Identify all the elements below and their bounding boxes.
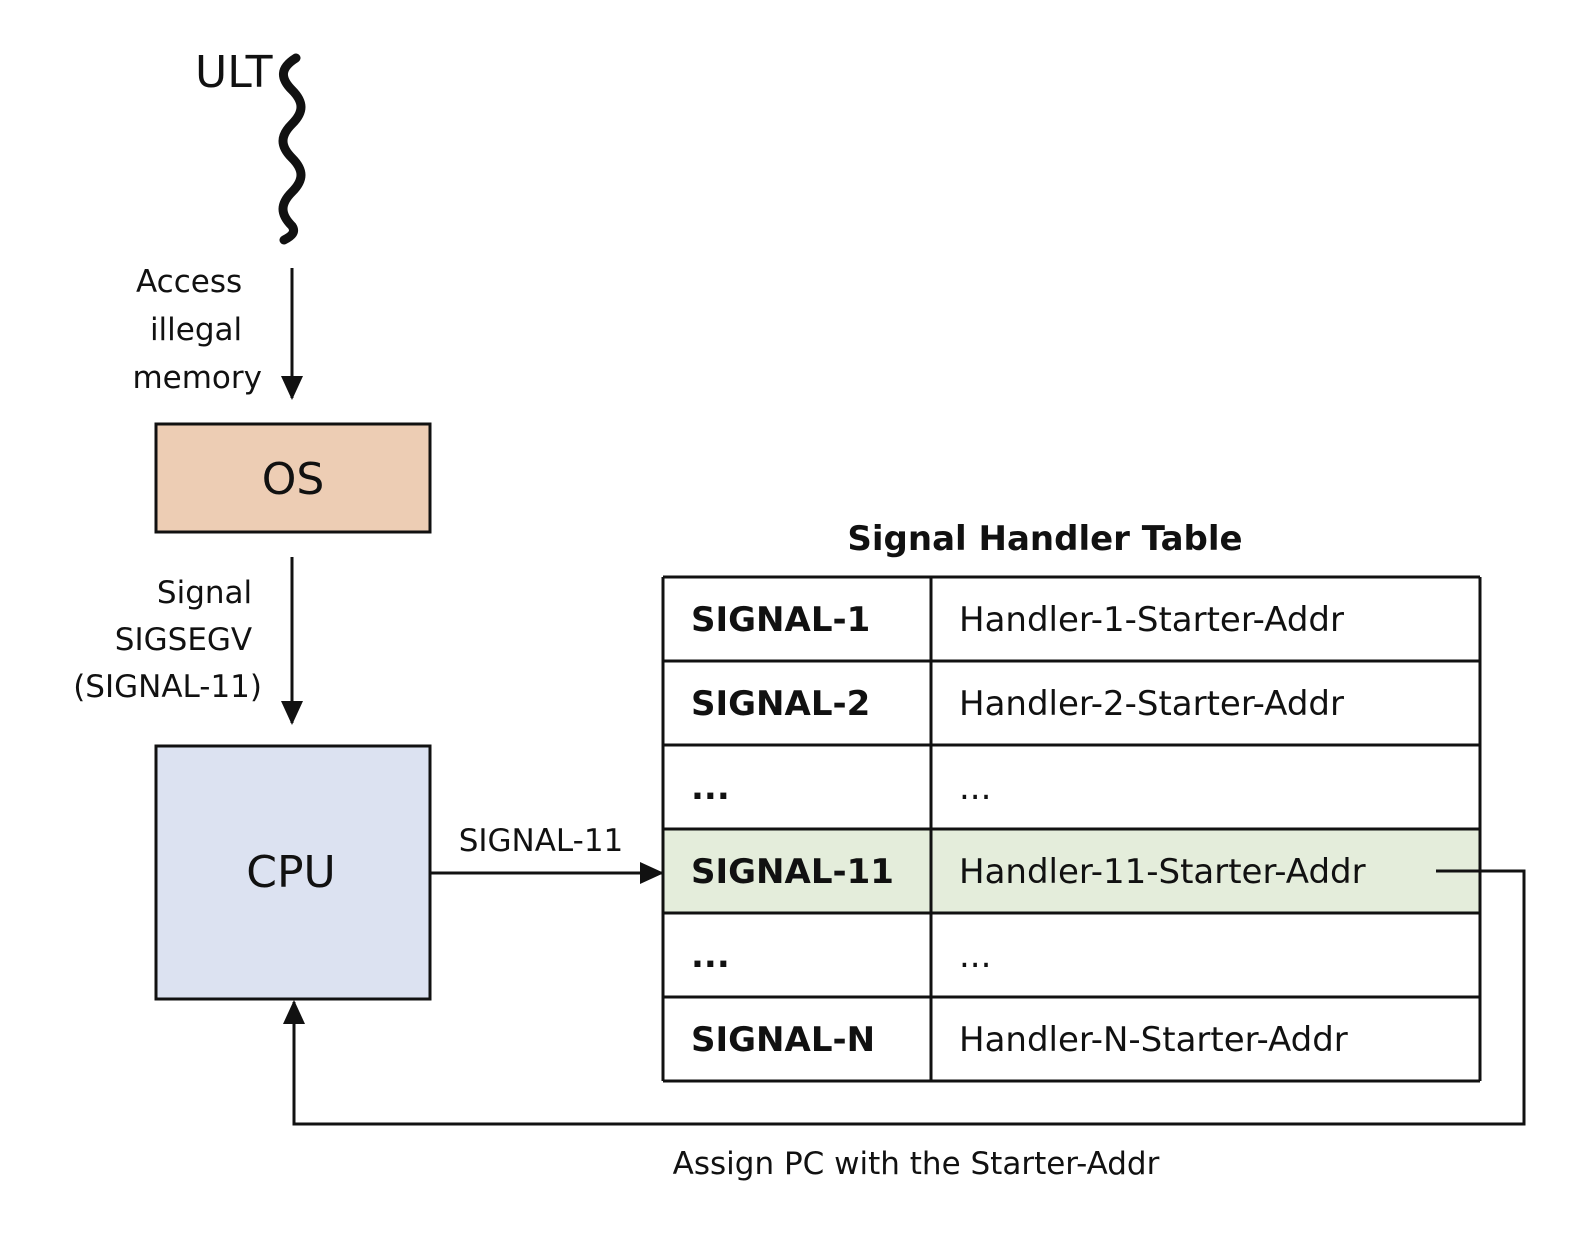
table-row: SIGNAL-11 Handler-11-Starter-Addr bbox=[663, 829, 1480, 913]
table-row: SIGNAL-N Handler-N-Starter-Addr bbox=[663, 997, 1480, 1081]
access-label-line-1: Access bbox=[136, 264, 242, 300]
table-row-highlight bbox=[663, 829, 1480, 913]
table-cell-signal: SIGNAL-N bbox=[691, 1020, 875, 1060]
table-row: SIGNAL-2 Handler-2-Starter-Addr bbox=[663, 661, 1480, 745]
table-row: ...... bbox=[663, 913, 1480, 997]
table-row: ...... bbox=[663, 745, 1480, 829]
signal-label-line-2: SIGSEGV bbox=[115, 622, 252, 658]
table-row-bg bbox=[663, 577, 1480, 661]
table-cell-handler: Handler-N-Starter-Addr bbox=[959, 1020, 1348, 1060]
cpu-to-table-label: SIGNAL-11 bbox=[459, 823, 624, 859]
feedback-arrow bbox=[283, 869, 1526, 1126]
table-row: SIGNAL-1 Handler-1-Starter-Addr bbox=[663, 577, 1480, 661]
ult-thread-squiggle bbox=[278, 53, 306, 245]
table-cell-handler: ... bbox=[959, 768, 991, 808]
table-row-bg bbox=[663, 745, 1480, 829]
table-cell-signal: ... bbox=[691, 936, 730, 976]
signal-label-line-3: (SIGNAL-11) bbox=[73, 669, 262, 705]
table-cell-signal: ... bbox=[691, 768, 730, 808]
signal-label: Signal SIGSEGV (SIGNAL-11) bbox=[73, 575, 262, 705]
table-row-bg bbox=[663, 913, 1480, 997]
table-cell-handler: ... bbox=[959, 936, 991, 976]
access-label-line-3: memory bbox=[132, 360, 262, 396]
table-cell-handler: Handler-2-Starter-Addr bbox=[959, 684, 1344, 724]
table-cell-signal: SIGNAL-2 bbox=[691, 684, 870, 724]
signal-label-line-1: Signal bbox=[157, 575, 252, 611]
table-row-bg bbox=[663, 997, 1480, 1081]
table-cell-signal: SIGNAL-1 bbox=[691, 600, 870, 640]
access-label-line-2: illegal bbox=[150, 312, 242, 348]
cpu-box bbox=[154, 744, 432, 1001]
table-row-bg bbox=[663, 661, 1480, 745]
os-label: OS bbox=[262, 454, 325, 505]
table-title: Signal Handler Table bbox=[847, 519, 1242, 559]
feedback-label: Assign PC with the Starter-Addr bbox=[673, 1146, 1160, 1182]
table-cell-signal: SIGNAL-11 bbox=[691, 852, 894, 892]
ult-label: ULT bbox=[195, 47, 273, 98]
table-cell-handler: Handler-11-Starter-Addr bbox=[959, 852, 1366, 892]
access-label: Access illegal memory bbox=[132, 264, 262, 396]
table-cell-handler: Handler-1-Starter-Addr bbox=[959, 600, 1344, 640]
cpu-label: CPU bbox=[246, 847, 335, 898]
os-box bbox=[154, 422, 432, 534]
